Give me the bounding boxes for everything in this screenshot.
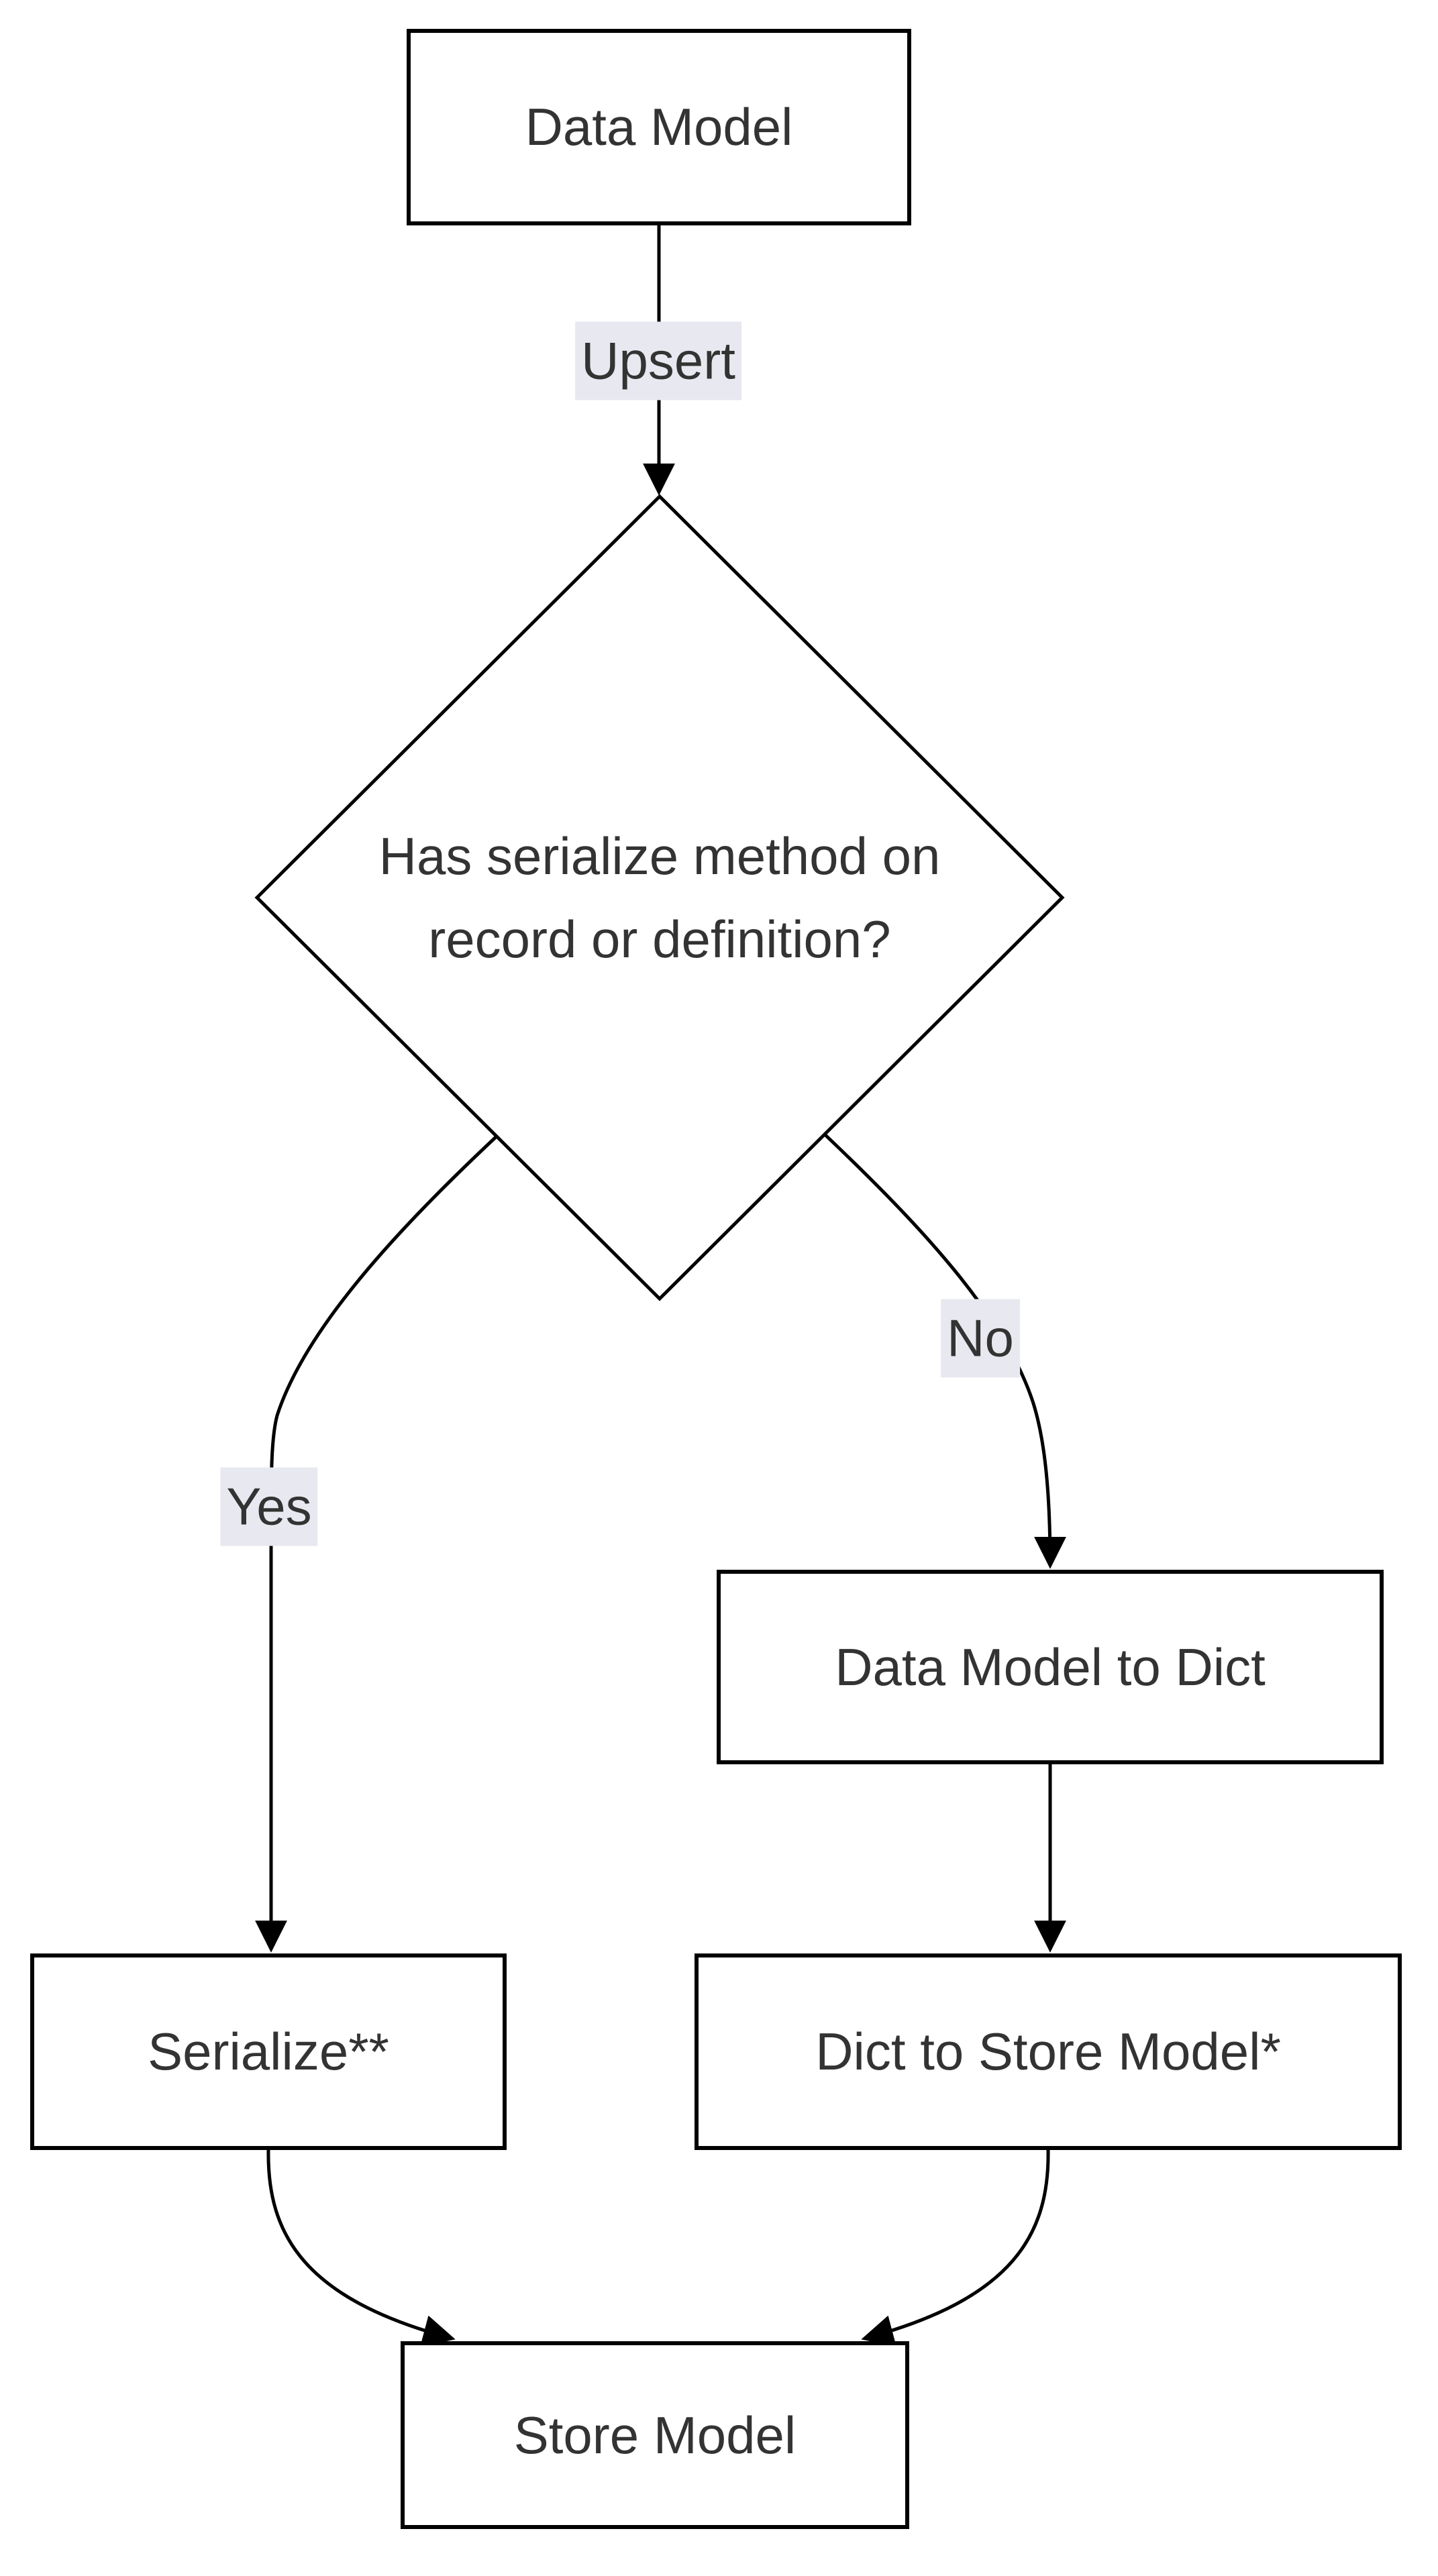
edge-label-no: No	[941, 1299, 1020, 1378]
edge-dict-to-store-line	[861, 2149, 1050, 2347]
node-dict-to-store-model: Dict to Store Model*	[695, 1953, 1402, 2150]
node-data-model-to-dict: Data Model to Dict	[717, 1570, 1384, 1764]
node-serialize-label: Serialize**	[148, 2022, 389, 2081]
node-data-model-label: Data Model	[525, 97, 793, 156]
node-data-model-to-dict-label: Data Model to Dict	[835, 1637, 1266, 1697]
decision-label-line-2: record or definition?	[428, 910, 891, 969]
edge-serialize-to-store-line	[266, 2149, 456, 2347]
node-dict-to-store-model-label: Dict to Store Model*	[815, 2022, 1281, 2081]
edge-label-yes: Yes	[220, 1467, 318, 1546]
decision-label-line-1: Has serialize method on	[378, 826, 941, 885]
node-serialize: Serialize**	[30, 1953, 507, 2150]
node-store-model-label: Store Model	[513, 2405, 797, 2465]
node-decision-label: Has serialize method on record or defini…	[257, 814, 1062, 981]
edge-label-upsert: Upsert	[575, 321, 741, 400]
decision-diamond-shape	[254, 494, 1065, 1301]
edge-no-line	[823, 1133, 1066, 1569]
node-data-model: Data Model	[407, 29, 911, 225]
node-store-model: Store Model	[401, 2341, 909, 2529]
